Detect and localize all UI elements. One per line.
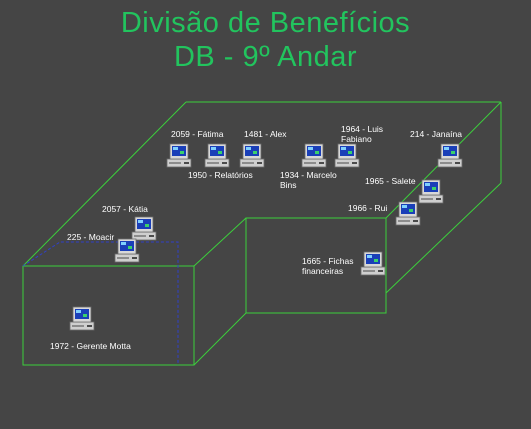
computer-icon-svg	[114, 238, 140, 263]
station-label: 2059 - Fátima	[171, 129, 224, 139]
computer-icon-svg	[131, 216, 157, 241]
page-subtitle: DB - 9º Andar	[173, 41, 358, 73]
computer-icon[interactable]	[113, 238, 141, 264]
computer-icon[interactable]	[436, 143, 464, 169]
page-title: Divisão de Benefícios	[120, 7, 411, 39]
computer-icon[interactable]	[417, 179, 445, 205]
wall-block	[245, 217, 387, 314]
computer-icon-svg	[239, 143, 265, 168]
computer-icon[interactable]	[68, 306, 96, 332]
wall-line	[385, 182, 502, 294]
station-label: 1934 - Marcelo Bins	[280, 170, 337, 190]
station-label: 1964 - Luis Fabiano	[341, 124, 384, 144]
computer-icon[interactable]	[165, 143, 193, 169]
computer-icon-svg	[395, 201, 421, 226]
station-label: 1481 - Alex	[244, 129, 287, 139]
computer-icon-svg	[301, 143, 327, 168]
highlight-room	[22, 241, 179, 365]
station-label: 1665 - Fichas financeiras	[302, 256, 354, 276]
computer-icon-svg	[166, 143, 192, 168]
wall-line	[22, 101, 187, 267]
computer-icon[interactable]	[333, 143, 361, 169]
computer-icon[interactable]	[300, 143, 328, 169]
computer-icon[interactable]	[394, 201, 422, 227]
computer-icon[interactable]	[130, 216, 158, 242]
computer-icon-svg	[69, 306, 95, 331]
computer-icon[interactable]	[203, 143, 231, 169]
station-label: 1972 - Gerente Motta	[50, 341, 131, 351]
computer-icon-svg	[437, 143, 463, 168]
station-label: 214 - Janaína	[410, 129, 462, 139]
computer-icon-svg	[334, 143, 360, 168]
station-label: 1965 - Salete	[365, 176, 416, 186]
station-label: 1966 - Rui	[348, 203, 388, 213]
station-label: 2057 - Kátia	[102, 204, 148, 214]
wall-line	[193, 312, 247, 366]
station-label: 1950 - Relatórios	[188, 170, 253, 180]
computer-icon-svg	[360, 251, 386, 276]
wall-line	[193, 217, 247, 267]
computer-icon[interactable]	[238, 143, 266, 169]
station-label: 225 - Moacir	[67, 232, 115, 242]
computer-icon[interactable]	[359, 251, 387, 277]
computer-icon-svg	[204, 143, 230, 168]
manager-office	[22, 265, 195, 366]
computer-icon-svg	[418, 179, 444, 204]
